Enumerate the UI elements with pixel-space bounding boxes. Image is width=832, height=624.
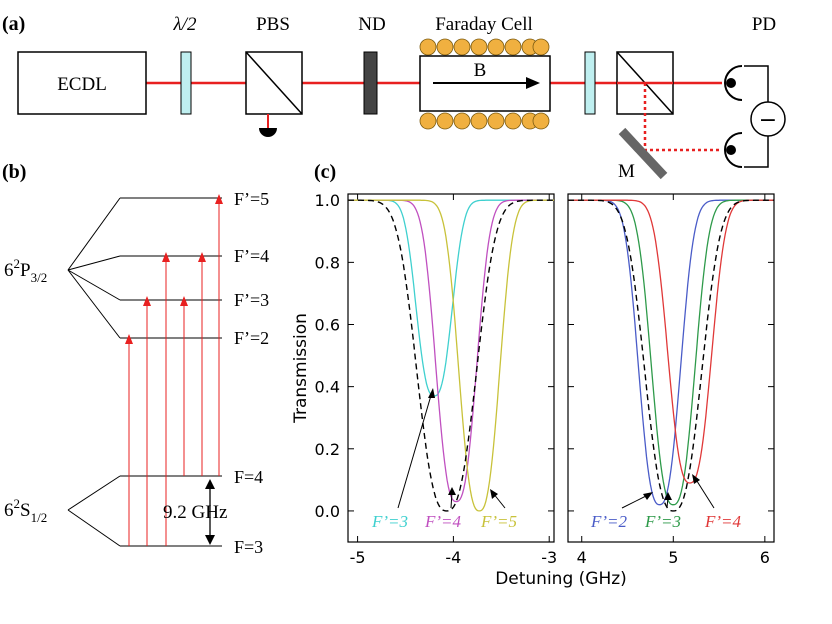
- ecdl-label: ECDL: [57, 74, 107, 95]
- plot-left-frame: [347, 193, 555, 543]
- pd-wire-top: [744, 65, 769, 102]
- nd-label: ND: [358, 14, 385, 35]
- x-tick-label: 6: [760, 548, 770, 567]
- annotation-right-f4: F’=4: [704, 512, 742, 531]
- mirror: [618, 127, 668, 180]
- level-label-f2p: F’=2: [234, 328, 269, 348]
- level-label-f4p: F’=4: [234, 246, 269, 266]
- x-tick-label: 5: [668, 548, 678, 567]
- transition-arrows: [125, 194, 223, 546]
- splitting-label: 9.2 GHz: [163, 502, 227, 523]
- half-wave-plate: [180, 51, 192, 115]
- series-line: [568, 199, 774, 484]
- photodiode-top: [724, 65, 743, 101]
- pbs-label: PBS: [256, 14, 290, 35]
- plot-right-frame: [567, 193, 775, 543]
- coil-top: [419, 38, 550, 56]
- subtractor-circle: [750, 101, 786, 137]
- second-wave-plate: [584, 51, 596, 115]
- plot-right: 4 5 6: [568, 194, 774, 567]
- level-label-f5: F’=5: [234, 189, 269, 209]
- series-total-dashed: [348, 199, 554, 512]
- series-total-dashed: [568, 199, 774, 512]
- nd-filter: [363, 51, 378, 115]
- coil-bottom: [419, 112, 550, 130]
- annotation-right-f2: F’=2: [590, 512, 628, 531]
- x-axis-title: Detuning (GHz): [495, 569, 627, 589]
- right-annotation-arrows: [621, 474, 715, 509]
- y-tick-label: 0.4: [315, 378, 340, 397]
- pbs-diagonal: [245, 51, 303, 115]
- panel-b-label: (b): [2, 161, 26, 183]
- beam-dump-icon: [259, 128, 277, 137]
- annotation-left-f5: F’=5: [480, 512, 517, 531]
- mirror-label: M: [618, 161, 635, 182]
- energy-level-diagram: [67, 197, 222, 547]
- x-tick-label: -4: [445, 548, 461, 567]
- y-tick-label: 0.8: [315, 253, 340, 272]
- level-label-f3: F=3: [234, 537, 263, 557]
- series-line: [348, 199, 554, 503]
- annotation-right-f3: F’=3: [644, 512, 681, 531]
- panel-c-label: (c): [314, 161, 336, 183]
- panel-a-label: (a): [2, 13, 25, 35]
- ecdl-box: [17, 51, 147, 115]
- annotation-left-f3: F’=3: [371, 512, 408, 531]
- x-tick-label: -3: [541, 548, 557, 567]
- annotation-left-f4: F’=4: [424, 512, 462, 531]
- level-label-f3p: F’=3: [234, 290, 269, 310]
- x-tick-label: -5: [350, 548, 366, 567]
- y-tick-label: 0.0: [315, 502, 340, 521]
- faraday-label: Faraday Cell: [435, 14, 533, 35]
- left-annotation-arrows: [397, 388, 506, 509]
- level-label-f4: F=4: [234, 467, 263, 487]
- y-tick-label: 1.0: [315, 191, 340, 210]
- y-tick-label: 0.2: [315, 440, 340, 459]
- series-line: [568, 199, 774, 506]
- series-line: [348, 199, 554, 397]
- pd-wire-bottom: [744, 136, 769, 168]
- photodiode-bottom: [724, 132, 743, 168]
- series-line: [348, 199, 554, 512]
- excited-state-label: 62P3/2: [4, 256, 47, 285]
- ground-state-label: 62S1/2: [4, 496, 47, 525]
- minus-sign: −: [759, 108, 777, 133]
- y-axis-title: Transmission: [291, 313, 311, 424]
- half-wave-label: λ/2: [172, 14, 197, 35]
- x-tick-label: 4: [577, 548, 587, 567]
- field-arrow-head: [526, 77, 540, 89]
- y-tick-label: 0.6: [315, 316, 340, 335]
- series-line: [568, 199, 774, 506]
- plot-left: -5 -4 -3 0.0 0.2 0.4 0.6 0.8 1.0: [315, 191, 558, 567]
- field-label: B: [474, 60, 487, 81]
- pd-label: PD: [752, 14, 776, 35]
- splitting-arrow: [205, 479, 215, 545]
